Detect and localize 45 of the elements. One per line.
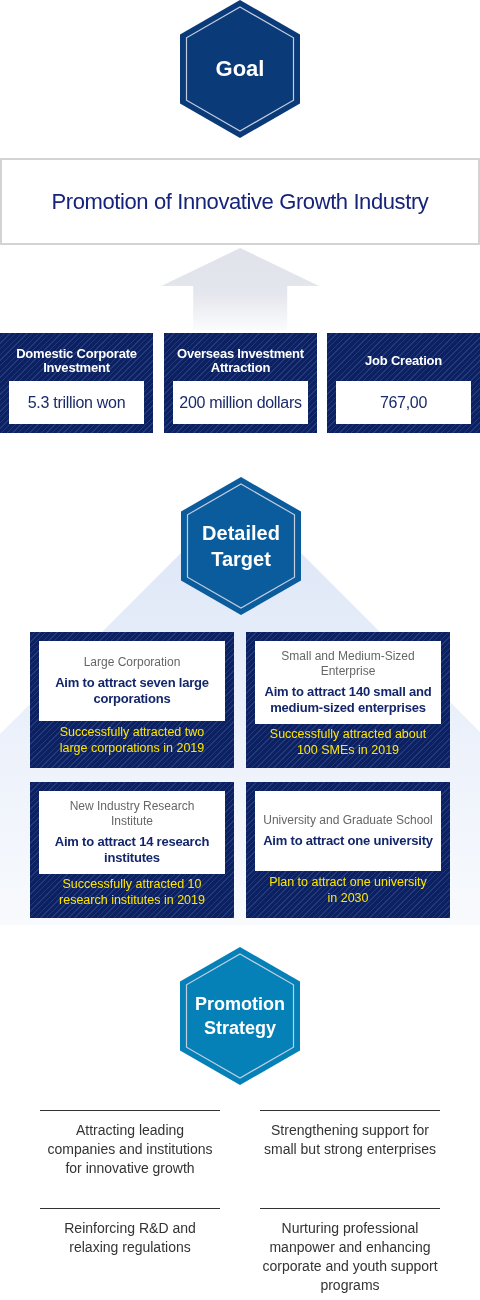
block-arrow [161, 248, 320, 330]
target-card [30, 782, 234, 918]
hexagon-title: Promotion Strategy [194, 993, 286, 1040]
target-panel [39, 791, 225, 874]
hexagon-title: Goal [215, 56, 265, 82]
target-panel [255, 641, 441, 724]
strategy-text: Strengthening support for small but strong enterprises [263, 1121, 437, 1159]
result-text: Successfully attracted two large corporations in 2019 [58, 724, 206, 756]
target-card [246, 632, 450, 768]
metric-title: Job Creation [364, 354, 443, 368]
target-panel [39, 641, 225, 721]
metric-value: 767,00 [379, 392, 428, 413]
target-card [30, 632, 234, 768]
strategy-text: Attracting leading companies and institutions for innovative growth [46, 1121, 214, 1178]
metric-card [0, 333, 153, 433]
goal-panel [0, 158, 480, 245]
value-panel [173, 381, 308, 424]
metric-title: Overseas Investment Attraction [176, 347, 305, 375]
aim-text: Aim to attract one university [263, 833, 433, 849]
aim-text: Aim to attract 14 research institutes [53, 834, 211, 866]
metric-value: 200 million dollars [179, 392, 302, 413]
aim-text: Aim to attract 140 small and medium-sized enterprises [263, 684, 433, 716]
category-text: New Industry Research Institute [68, 799, 196, 829]
strategy-text: Reinforcing R&D and relaxing regulations [63, 1219, 197, 1257]
hexagon [180, 0, 300, 138]
target-panel [255, 791, 441, 871]
goal-text: Promotion of Innovative Growth Industry [51, 187, 429, 216]
value-panel [9, 381, 144, 424]
metric-value: 5.3 trillion won [27, 392, 126, 413]
hexagon-title: Detailed Target [201, 521, 281, 572]
result-text: Successfully attracted about 100 SMEs in 2019 [268, 725, 428, 758]
category-text: Large Corporation [82, 655, 182, 670]
category-text: University and Graduate School [262, 813, 434, 828]
result-text: Plan to attract one university in 2030 [268, 874, 428, 906]
metric-title: Domestic Corporate Investment [15, 347, 138, 375]
metric-card [164, 333, 317, 433]
aim-text: Aim to attract seven large corporations [54, 675, 210, 707]
value-panel [336, 381, 471, 424]
hexagon [181, 477, 301, 615]
strategy-text: Nurturing professional manpower and enhancing corporate and youth support programs [261, 1219, 439, 1295]
hexagon [180, 947, 300, 1085]
category-text: Small and Medium-Sized Enterprise [280, 649, 416, 679]
metric-card [327, 333, 480, 433]
result-text: Successfully attracted 10 research institutes in 2019 [58, 875, 206, 908]
target-card [246, 782, 450, 918]
